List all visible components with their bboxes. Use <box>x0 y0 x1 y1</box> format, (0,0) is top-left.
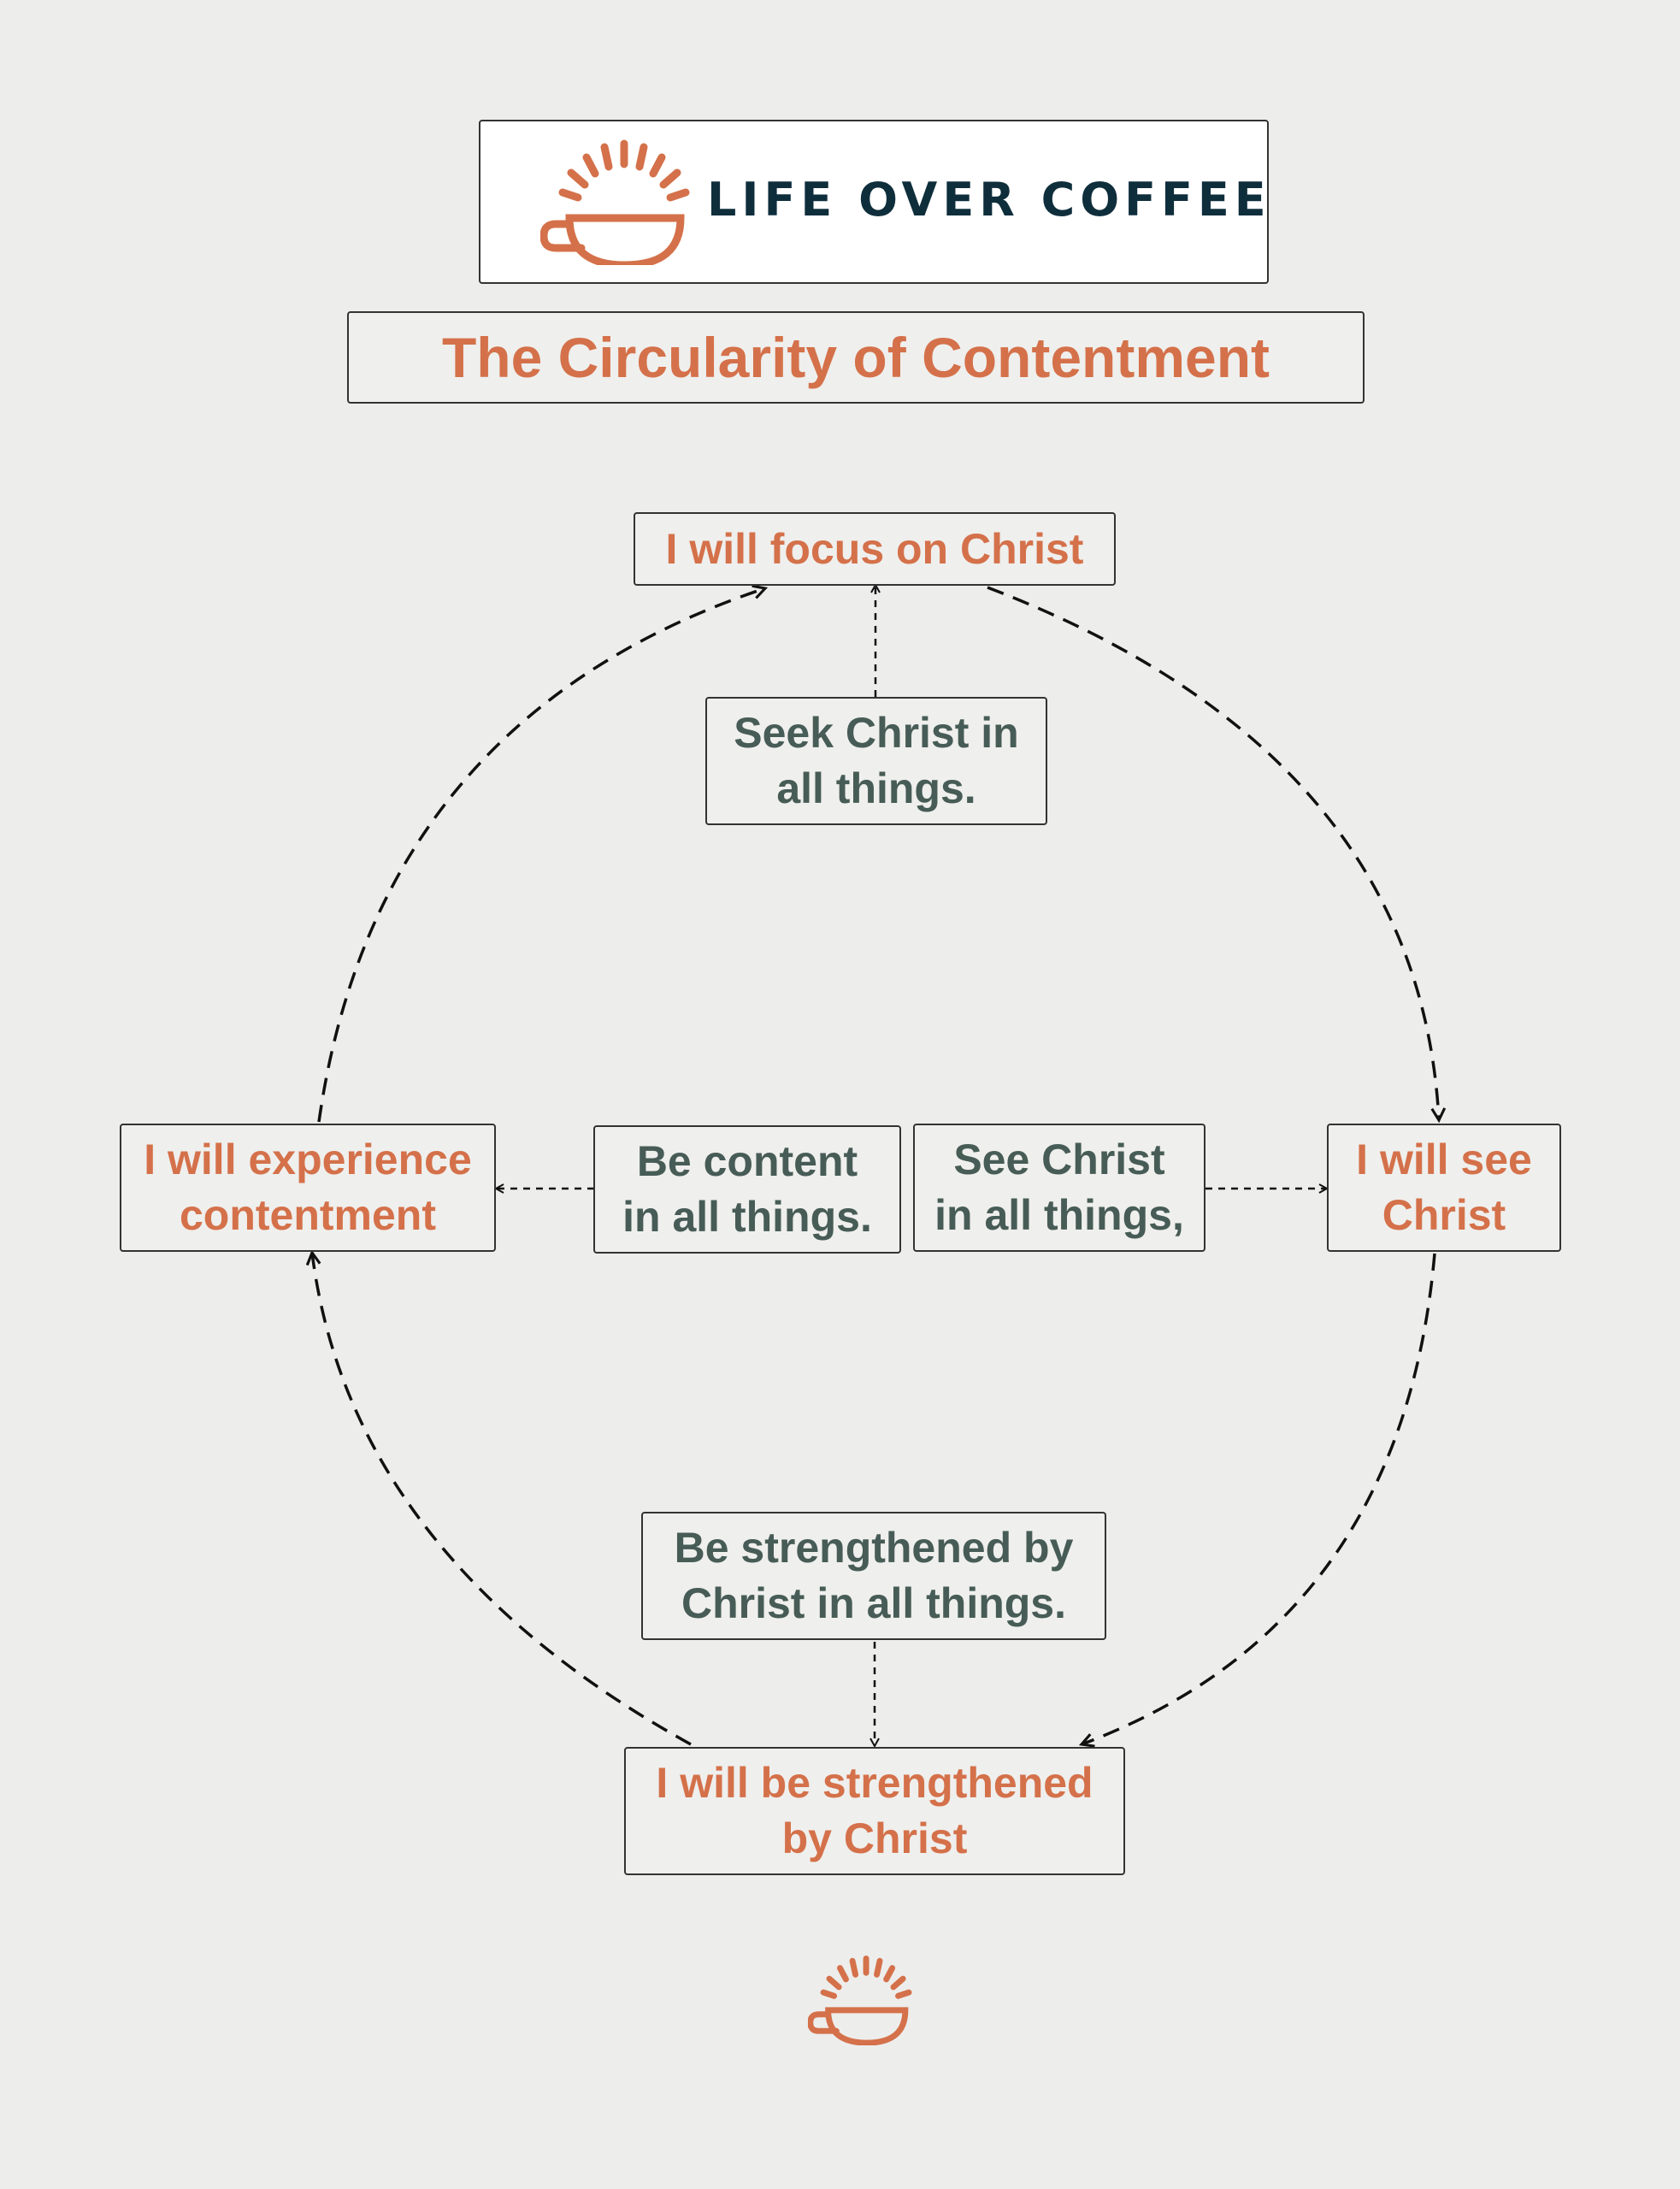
arrow-see-to-strengthened <box>1078 1253 1436 1748</box>
action-seek-christ: Seek Christ in all things. <box>705 697 1047 825</box>
arrow-focus-to-see <box>987 586 1447 1124</box>
arrow-strengthened-to-experience <box>305 1249 692 1746</box>
page-title: The Circularity of Contentment <box>347 311 1365 404</box>
node-focus-on-christ: I will focus on Christ <box>634 512 1116 586</box>
action-be-strengthened: Be strengthened by Christ in all things. <box>641 1512 1106 1640</box>
action-see-christ-all-things: See Christ in all things, <box>913 1124 1205 1252</box>
logo-banner: LIFE OVER COFFEE <box>479 120 1269 284</box>
coffee-cup-sunrise-icon <box>540 139 690 265</box>
action-be-content: Be content in all things. <box>593 1125 901 1254</box>
logo-wordmark: LIFE OVER COFFEE <box>707 173 1271 227</box>
arrow-experience-to-focus <box>317 584 769 1123</box>
node-strengthened-by-christ: I will be strengthened by Christ <box>624 1747 1125 1875</box>
coffee-cup-sunrise-icon <box>808 1956 912 2045</box>
node-see-christ: I will see Christ <box>1327 1124 1561 1252</box>
node-experience-contentment: I will experience contentment <box>120 1124 496 1252</box>
